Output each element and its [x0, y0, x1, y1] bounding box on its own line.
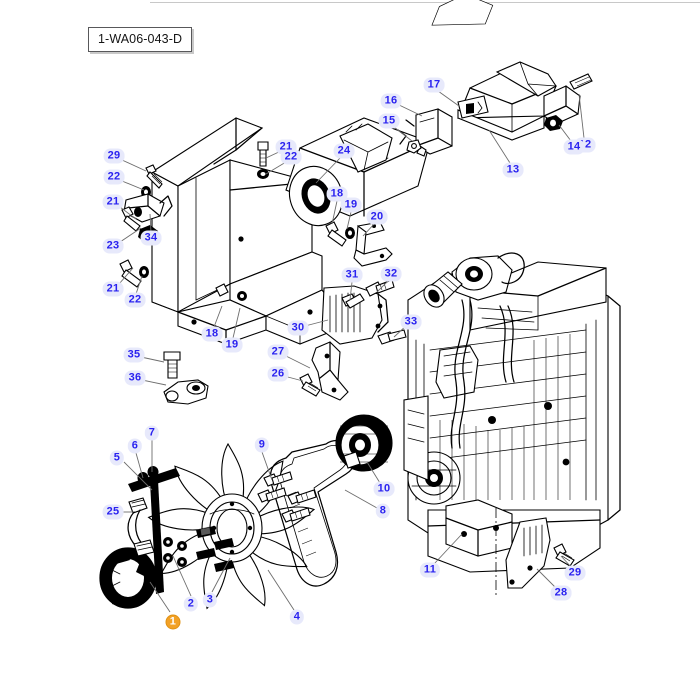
leader-line-28	[536, 568, 557, 589]
leader-line-21	[119, 206, 137, 220]
frame-right-fastener-art	[325, 221, 393, 267]
leader-line-19	[232, 307, 241, 339]
callout-washer-set[interactable]: 2	[183, 596, 199, 612]
frame-top-fastener-art	[257, 141, 269, 179]
viscous-fan-drive-art	[335, 414, 393, 472]
leader-lines	[118, 90, 585, 613]
leader-line-21	[118, 267, 134, 285]
callout-cooling-fan[interactable]: 4	[289, 609, 305, 625]
callout-support-strap[interactable]: 20	[366, 209, 388, 225]
leader-line-31	[349, 281, 353, 301]
leader-line-32	[376, 279, 390, 293]
leader-line-13	[488, 129, 511, 164]
leader-line-1	[149, 581, 171, 613]
cable-clip-art	[163, 351, 209, 405]
callout-bolt[interactable]: 21	[102, 194, 124, 210]
leader-line-8	[344, 489, 378, 509]
leader-line-18	[213, 305, 223, 328]
callout-washer[interactable]: 19	[340, 197, 362, 213]
leader-line-11	[433, 533, 463, 565]
leader-line-23	[119, 227, 142, 243]
callout-fan-drive-shaft[interactable]: 5	[109, 450, 125, 466]
leader-line-36	[141, 379, 167, 386]
fan-hub-art	[99, 547, 157, 609]
callout-bolt[interactable]: 29	[103, 148, 125, 164]
leader-line-12	[578, 93, 585, 139]
leader-line-29	[121, 159, 147, 172]
callout-bolt[interactable]: 26	[267, 366, 289, 382]
leader-line-22	[121, 180, 145, 191]
callout-starter-motor[interactable]: 13	[502, 162, 524, 178]
cooling-fan-art	[147, 442, 316, 610]
callout-bolt-set[interactable]: 9	[254, 437, 270, 453]
leader-line-22	[135, 275, 143, 295]
leader-line-22	[265, 161, 287, 175]
heat-shield-art	[321, 279, 407, 345]
engine-support-frame-art	[150, 117, 331, 345]
callout-engine-mounting-bracket[interactable]: 11	[419, 562, 441, 578]
leader-line-10	[366, 461, 381, 484]
callout-cable-bracket[interactable]: 27	[267, 344, 289, 360]
leader-line-16	[396, 103, 423, 117]
leader-line-14	[558, 124, 572, 142]
callout-bolt[interactable]: 29	[564, 565, 586, 581]
leader-line-3	[211, 557, 231, 593]
callout-clamp-bracket[interactable]: 34	[140, 230, 162, 246]
leader-line-9	[261, 451, 273, 481]
leader-line-2	[172, 555, 192, 597]
leader-line-19	[346, 211, 352, 230]
callout-spacer-set[interactable]: 3	[202, 592, 218, 608]
callout-heat-shield-lower[interactable]: 28	[550, 585, 572, 601]
callout-bolt[interactable]: 18	[326, 186, 348, 202]
callout-nut[interactable]: 14	[563, 139, 585, 155]
starter-small-parts-art	[406, 73, 593, 157]
diagram-title-label: 1-WA06-043-D	[88, 27, 193, 52]
callout-washer[interactable]: 22	[103, 169, 125, 185]
engine-mount-bracket-art	[445, 499, 513, 557]
callout-nut[interactable]: 7	[144, 425, 160, 441]
leader-line-27	[283, 354, 311, 369]
leader-line-35	[140, 356, 165, 363]
callout-washer[interactable]: 22	[124, 292, 146, 308]
callout-bolt[interactable]: 31	[341, 267, 363, 283]
callout-bolt[interactable]: 21	[102, 281, 124, 297]
washer-spacer-art	[163, 526, 234, 572]
starter-motor-group	[431, 0, 494, 26]
callout-bolt[interactable]: 32	[380, 266, 402, 282]
leader-line-24	[315, 156, 342, 184]
frame-bottom-fastener-art	[215, 283, 247, 301]
callout-washer[interactable]: 22	[280, 149, 302, 165]
leader-line-17	[437, 90, 460, 107]
callout-solenoid-cover[interactable]: 16	[380, 93, 402, 109]
callout-drive-belt[interactable]: 8	[375, 503, 391, 519]
callout-washer[interactable]: 19	[221, 337, 243, 353]
callout-terminal-plate[interactable]: 17	[423, 77, 445, 93]
leader-line-4	[267, 569, 295, 611]
callout-engine-support-frame[interactable]: 24	[333, 143, 355, 159]
cable-bracket-art	[299, 341, 349, 401]
leader-line-6	[135, 452, 144, 479]
leader-line-34	[149, 213, 152, 233]
leader-line-18	[331, 200, 338, 225]
callout-fan-hub-spacer[interactable]: 1	[166, 615, 180, 629]
callout-bolt[interactable]: 35	[123, 347, 145, 363]
wiring-harness-art	[127, 497, 155, 557]
callout-wiring-harness[interactable]: 25	[102, 504, 124, 520]
callout-nut[interactable]: 6	[127, 438, 143, 454]
leader-line-20	[362, 222, 376, 237]
leader-line-30	[304, 319, 329, 327]
callout-cable-terminal[interactable]: 15	[378, 113, 400, 129]
leader-line-15	[393, 126, 413, 142]
callout-heat-shield[interactable]: 30	[287, 320, 309, 336]
callout-viscous-fan-drive[interactable]: 10	[373, 481, 395, 497]
callout-nut[interactable]: 23	[102, 238, 124, 254]
top-rule-divider	[150, 2, 700, 3]
callout-bolt[interactable]: 33	[400, 314, 422, 330]
callout-cable-clip[interactable]: 36	[124, 370, 146, 386]
leader-line-5	[123, 461, 153, 491]
callout-bolt[interactable]: 18	[201, 326, 223, 342]
